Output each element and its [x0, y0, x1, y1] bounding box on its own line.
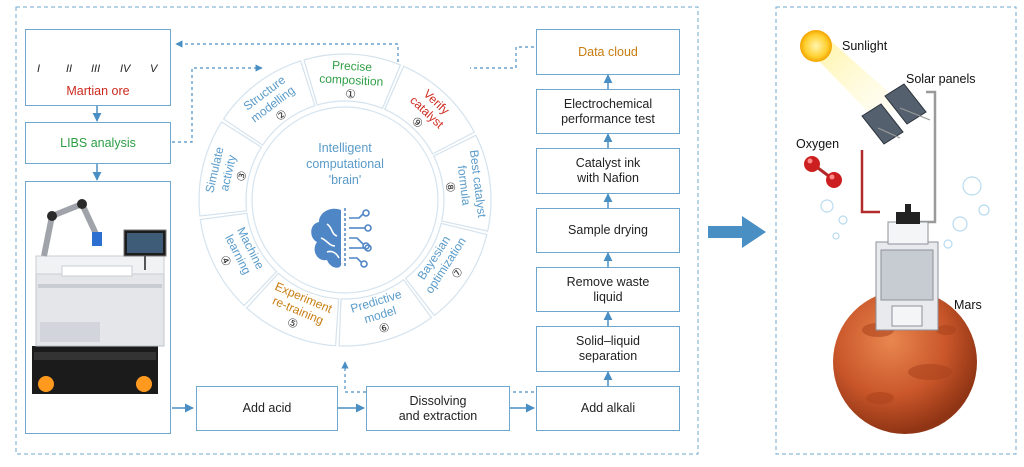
mars-panel-frame — [775, 6, 1017, 455]
sample-drying-label: Sample drying — [568, 223, 648, 237]
sun-icon — [800, 30, 832, 62]
wheel-segment-4 — [404, 222, 488, 317]
catalyst-ink-label-1: Catalyst ink — [575, 156, 641, 170]
wheel-segment-1 — [303, 53, 402, 110]
data-cloud-label: Data cloud — [578, 44, 638, 59]
dissolving-label-2: and extraction — [398, 408, 478, 423]
solar-panels-label: Solar panels — [906, 72, 976, 86]
wheel-center-line-3: 'brain' — [329, 173, 362, 187]
wheel-segment-5 — [338, 278, 433, 347]
dashed-libs-to-wheel — [172, 64, 263, 143]
dashed-verify-to-ore — [175, 40, 399, 62]
gas-bubbles — [820, 176, 990, 249]
robot-box — [25, 181, 171, 434]
electrolyser-device — [875, 204, 939, 331]
main-process-frame — [15, 6, 699, 455]
wheel-step-number: ③ — [234, 169, 250, 183]
remove-waste-label-2: liquid — [593, 289, 623, 304]
wheel-step-label: composition — [319, 71, 384, 88]
wheel-step-number: ⑥ — [377, 320, 391, 337]
wheel-step-label: Precise — [332, 58, 373, 74]
dissolving-box: Dissolving and extraction — [366, 386, 510, 431]
transition-arrow — [708, 216, 766, 248]
wheel-segment-7 — [199, 212, 278, 307]
oxygen-molecule-icon — [804, 156, 842, 188]
solid-liquid-label-1: Solid–liquid — [576, 334, 640, 348]
wire-red — [860, 150, 880, 214]
add-acid-box: Add acid — [196, 386, 338, 431]
wheel-segment-2 — [384, 65, 476, 155]
wheel-center-line-2: computational — [306, 157, 384, 171]
wheel-segment-9 — [222, 60, 316, 146]
libs-analysis-box: LIBS analysis — [25, 122, 171, 164]
ore-numeral-4: IV — [120, 63, 131, 75]
dissolving-label-1: Dissolving — [409, 393, 467, 408]
add-alkali-label: Add alkali — [580, 401, 636, 415]
wheel-center-line-1: Intelligent — [318, 141, 372, 155]
wheel-step-number: ⑧ — [443, 181, 458, 193]
wheel-step-label: formula — [455, 165, 474, 207]
wheel-segment-3 — [432, 134, 492, 232]
data-cloud-box: Data cloud — [536, 29, 680, 75]
catalyst-ink-label-2: with Nafion — [577, 171, 639, 185]
wheel-step-number: ① — [345, 87, 356, 102]
dashed-cloud-to-wheel — [470, 46, 534, 69]
catalyst-ink-box: Catalyst ink with Nafion — [536, 148, 680, 194]
solid-liquid-label-2: separation — [578, 349, 638, 363]
sample-drying-box: Sample drying — [536, 208, 680, 253]
wheel-segment-6 — [245, 272, 340, 347]
electrochemical-label-2: performance test — [561, 111, 655, 126]
ore-numeral-2: II — [66, 63, 73, 75]
sunlight-label: Sunlight — [842, 39, 888, 53]
solar-panel-icon — [861, 83, 931, 145]
sunlight-beam — [818, 42, 902, 122]
electrochemical-label-1: Electrochemical — [563, 96, 653, 111]
wheel-inner-circle — [251, 106, 439, 294]
libs-analysis-label: LIBS analysis — [60, 135, 136, 150]
martian-ore-label: Martian ore — [66, 84, 130, 98]
brain-icon — [311, 208, 372, 268]
mars-label: Mars — [954, 298, 982, 312]
martian-ore-box: Martian ore — [25, 29, 171, 106]
wheel-segments — [198, 53, 492, 347]
solid-liquid-separation-box: Solid–liquid separation — [536, 326, 680, 372]
ore-numeral-5: V — [150, 63, 158, 75]
remove-waste-liquid-box: Remove waste liquid — [536, 267, 680, 312]
wheel-segment-8 — [198, 121, 263, 217]
ore-numeral-1: I — [37, 63, 41, 75]
robot-workstation — [32, 199, 167, 394]
electrochemical-test-box: Electrochemical performance test — [536, 89, 680, 134]
ore-numeral-3: III — [91, 63, 101, 75]
add-acid-label: Add acid — [242, 401, 292, 415]
oxygen-label: Oxygen — [796, 137, 840, 151]
remove-waste-label-1: Remove waste — [566, 274, 650, 289]
add-alkali-box: Add alkali — [536, 386, 680, 431]
wheel-step-number: ⑤ — [285, 315, 300, 332]
